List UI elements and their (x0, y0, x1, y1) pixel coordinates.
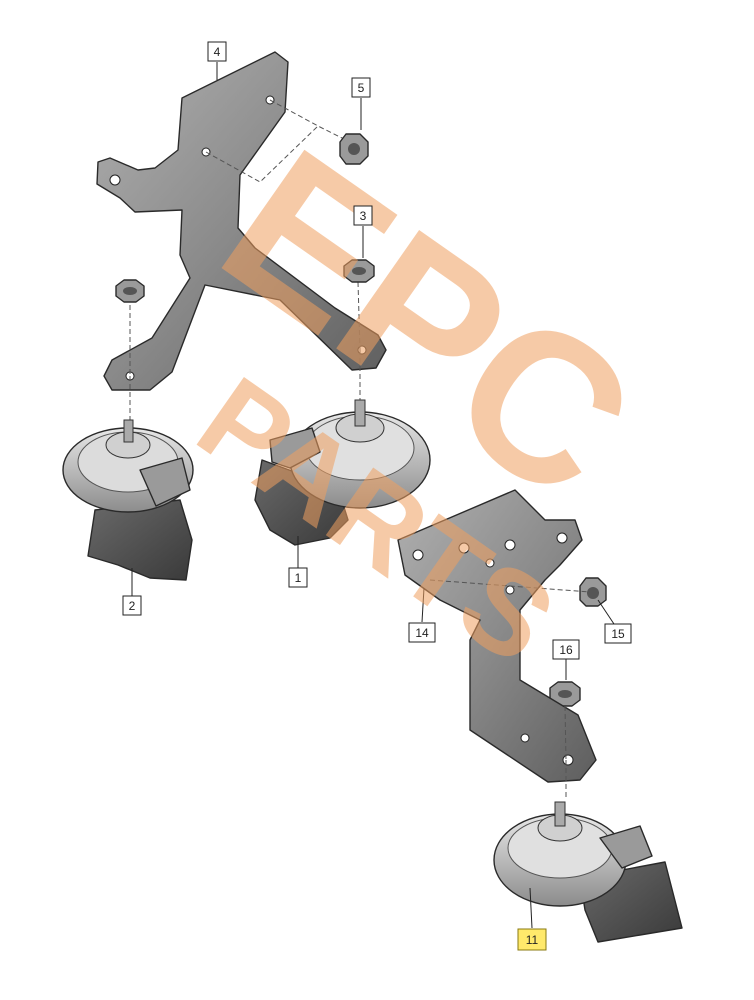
callout-15[interactable]: 15 (604, 623, 632, 644)
callout-2[interactable]: 2 (122, 595, 142, 616)
callout-3[interactable]: 3 (353, 205, 373, 226)
nut-5 (339, 133, 369, 165)
callout-label: 5 (358, 81, 365, 95)
callout-14[interactable]: 14 (408, 622, 436, 643)
callout-11[interactable]: 11 (517, 928, 547, 951)
connector-line (564, 705, 567, 761)
nut-16 (549, 681, 581, 707)
callout-label: 4 (214, 45, 221, 59)
callout-label: 2 (129, 599, 136, 613)
callout-label: 1 (295, 571, 302, 585)
callout-label: 11 (526, 933, 539, 947)
nut-left (115, 279, 145, 303)
horn-bottom (493, 801, 683, 943)
callout-1[interactable]: 1 (288, 567, 308, 588)
connector-line (205, 125, 319, 183)
callout-label: 14 (415, 626, 429, 640)
connector-line (357, 281, 361, 351)
nut-15 (579, 577, 607, 607)
connector-line (429, 579, 591, 593)
horn-left (62, 419, 194, 581)
callout-16[interactable]: 16 (552, 639, 580, 660)
horn-center (254, 399, 431, 546)
connector-line (269, 99, 351, 143)
callout-4[interactable]: 4 (207, 41, 227, 62)
callout-5[interactable]: 5 (351, 77, 371, 98)
callout-label: 3 (360, 209, 367, 223)
callout-label: 16 (559, 643, 573, 657)
nut-3 (343, 259, 375, 283)
callout-label: 15 (611, 627, 625, 641)
bracket-lower (397, 489, 597, 783)
leader-lines (131, 62, 615, 929)
